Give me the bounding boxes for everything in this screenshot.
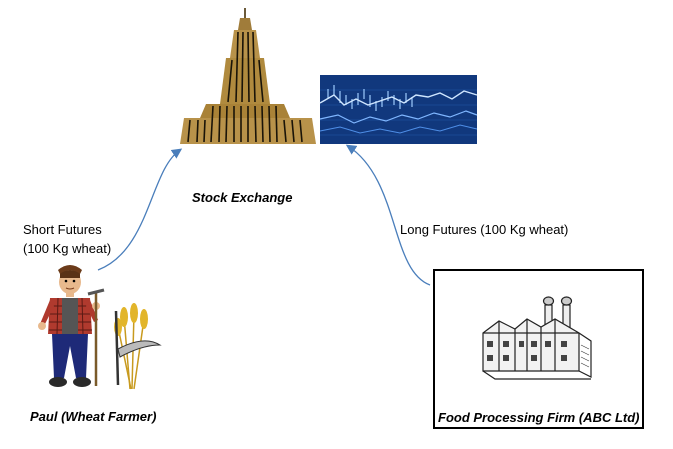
short-futures-label-line1: Short Futures (23, 222, 102, 237)
firm-box: Food Processing Firm (ABC Ltd) (433, 269, 644, 429)
exchange-label: Stock Exchange (192, 190, 293, 205)
factory-icon (482, 296, 592, 380)
stock-chart-icon (319, 75, 478, 144)
skyscraper-icon (180, 8, 316, 144)
farmer-icon (38, 265, 105, 387)
short-futures-label-line2: (100 Kg wheat) (23, 241, 112, 256)
farmer-label: Paul (Wheat Farmer) (30, 409, 157, 424)
long-futures-arrow (345, 144, 431, 286)
wheat-sickle-icon (114, 303, 162, 390)
firm-label: Food Processing Firm (ABC Ltd) (438, 410, 640, 425)
long-futures-label: Long Futures (100 Kg wheat) (400, 222, 569, 237)
short-futures-arrow (97, 148, 183, 271)
